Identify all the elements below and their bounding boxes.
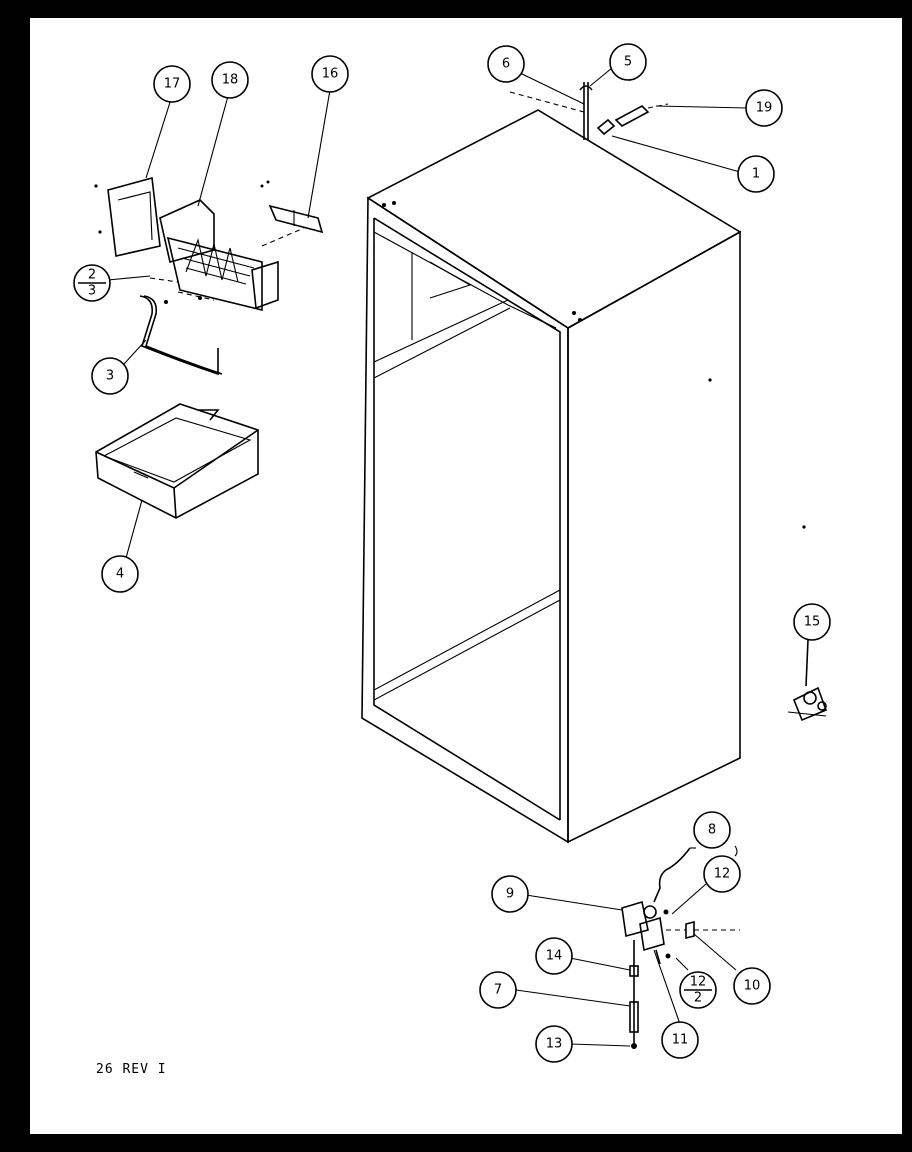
svg-text:9: 9 bbox=[506, 887, 514, 902]
svg-text:2: 2 bbox=[694, 991, 702, 1006]
callout-14: 14 bbox=[535, 937, 573, 975]
svg-text:8: 8 bbox=[708, 823, 716, 838]
callout-4: 4 bbox=[101, 555, 139, 593]
callout-12: 12 bbox=[703, 855, 741, 893]
svg-text:10: 10 bbox=[744, 979, 761, 994]
diagram-sheet bbox=[30, 18, 902, 1134]
ice-maker-assembly bbox=[94, 176, 324, 312]
callout-19: 19 bbox=[745, 89, 783, 127]
svg-text:16: 16 bbox=[322, 67, 339, 82]
callout-10: 10 bbox=[733, 967, 771, 1005]
callout-18: 18 bbox=[211, 61, 249, 99]
svg-text:15: 15 bbox=[804, 615, 821, 630]
water-valve-assembly bbox=[621, 845, 740, 1049]
callouts: 17 18 16 6 5 19 1 2 3 bbox=[73, 43, 831, 1063]
callout-9: 9 bbox=[491, 875, 529, 913]
svg-text:11: 11 bbox=[672, 1033, 689, 1048]
svg-text:5: 5 bbox=[624, 55, 632, 70]
svg-text:4: 4 bbox=[116, 567, 124, 582]
callout-2-3: 2 3 bbox=[73, 264, 111, 302]
svg-text:13: 13 bbox=[546, 1037, 563, 1052]
callout-17: 17 bbox=[153, 65, 191, 103]
drawing-revision-label: 26 REV I bbox=[96, 1062, 167, 1077]
svg-text:7: 7 bbox=[494, 983, 502, 998]
callout-5: 5 bbox=[609, 43, 647, 81]
callout-7: 7 bbox=[479, 971, 517, 1009]
mounting-bracket bbox=[787, 639, 828, 722]
svg-text:6: 6 bbox=[502, 57, 510, 72]
callout-15: 15 bbox=[793, 603, 831, 641]
ice-bin bbox=[95, 403, 259, 519]
callout-16: 16 bbox=[311, 55, 349, 93]
callout-3: 3 bbox=[91, 357, 129, 395]
svg-text:14: 14 bbox=[546, 949, 563, 964]
svg-text:3: 3 bbox=[88, 284, 96, 299]
callout-6: 6 bbox=[487, 45, 525, 83]
bail-arm bbox=[139, 295, 223, 376]
svg-text:19: 19 bbox=[756, 101, 773, 116]
callout-11: 11 bbox=[661, 1021, 699, 1059]
top-fittings bbox=[509, 82, 669, 140]
svg-text:17: 17 bbox=[164, 77, 181, 92]
svg-text:12: 12 bbox=[690, 975, 707, 990]
callout-12-2: 12 2 bbox=[679, 971, 717, 1009]
svg-text:3: 3 bbox=[106, 369, 114, 384]
callout-13: 13 bbox=[535, 1025, 573, 1063]
cabinet bbox=[361, 109, 806, 844]
svg-text:18: 18 bbox=[222, 73, 239, 88]
svg-text:12: 12 bbox=[714, 867, 731, 882]
callout-1: 1 bbox=[737, 155, 775, 193]
leader-lines bbox=[107, 67, 811, 1047]
svg-text:2: 2 bbox=[88, 268, 96, 283]
svg-text:1: 1 bbox=[752, 167, 760, 182]
callout-8: 8 bbox=[693, 811, 731, 849]
